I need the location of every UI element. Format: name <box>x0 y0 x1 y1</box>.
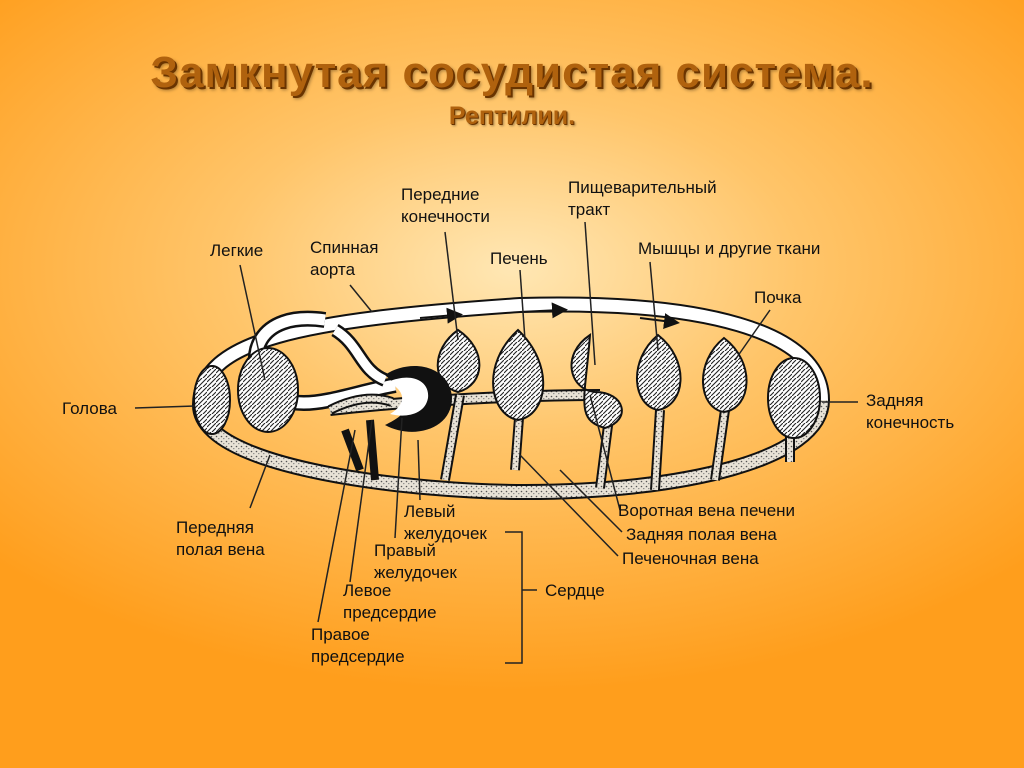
label-hepatic-portal: Воротная вена печени <box>618 501 795 520</box>
label-forelimbs-2: конечности <box>401 207 490 226</box>
label-post-vena-cava: Задняя полая вена <box>626 525 777 544</box>
digestive-capillaries <box>570 333 623 430</box>
label-heart: Сердце <box>545 581 605 600</box>
slide-subtitle: Рептилии. <box>448 102 576 130</box>
label-right-ventricle-1: Правый <box>374 541 436 560</box>
venous-circuit <box>192 389 830 501</box>
slide-title: Замкнутая сосудистая система. <box>150 48 874 97</box>
label-forelimbs-1: Передние <box>401 185 479 204</box>
label-left-ventricle-1: Левый <box>404 502 455 521</box>
label-hepatic-vein: Печеночная вена <box>622 549 759 568</box>
label-kidney: Почка <box>754 288 802 307</box>
label-dorsal-aorta-1: Спинная <box>310 238 378 257</box>
label-dorsal-aorta-2: аорта <box>310 260 356 279</box>
diagram-labels: Голова Легкие Спинная аорта Передние кон… <box>62 178 954 666</box>
capillary-beds <box>193 328 821 439</box>
hindlimb-capillaries <box>767 357 821 439</box>
label-head: Голова <box>62 399 118 418</box>
label-digestive-1: Пищеварительный <box>568 178 717 197</box>
label-left-ventricle-2: желудочек <box>404 524 487 543</box>
muscle-capillaries <box>636 333 682 412</box>
label-hindlimb-1: Задняя <box>866 391 923 410</box>
head-capillaries <box>193 365 231 435</box>
forelimb-capillaries <box>436 328 481 394</box>
label-left-atrium-2: предсердие <box>343 603 437 622</box>
liver-capillaries <box>492 328 545 422</box>
label-ant-vena-cava-2: полая вена <box>176 540 265 559</box>
label-liver: Печень <box>490 249 548 268</box>
label-ant-vena-cava-1: Передняя <box>176 518 254 537</box>
kidney-capillaries <box>702 336 748 414</box>
label-lungs: Легкие <box>210 241 263 260</box>
label-muscles: Мышцы и другие ткани <box>638 239 820 258</box>
label-hindlimb-2: конечность <box>866 413 954 432</box>
label-right-ventricle-2: желудочек <box>374 563 457 582</box>
label-right-atrium-2: предсердие <box>311 647 405 666</box>
lung-capillaries <box>237 347 299 433</box>
label-digestive-2: тракт <box>568 200 610 219</box>
label-left-atrium-1: Левое <box>343 581 391 600</box>
leader-lines <box>134 221 858 664</box>
label-right-atrium-1: Правое <box>311 625 370 644</box>
